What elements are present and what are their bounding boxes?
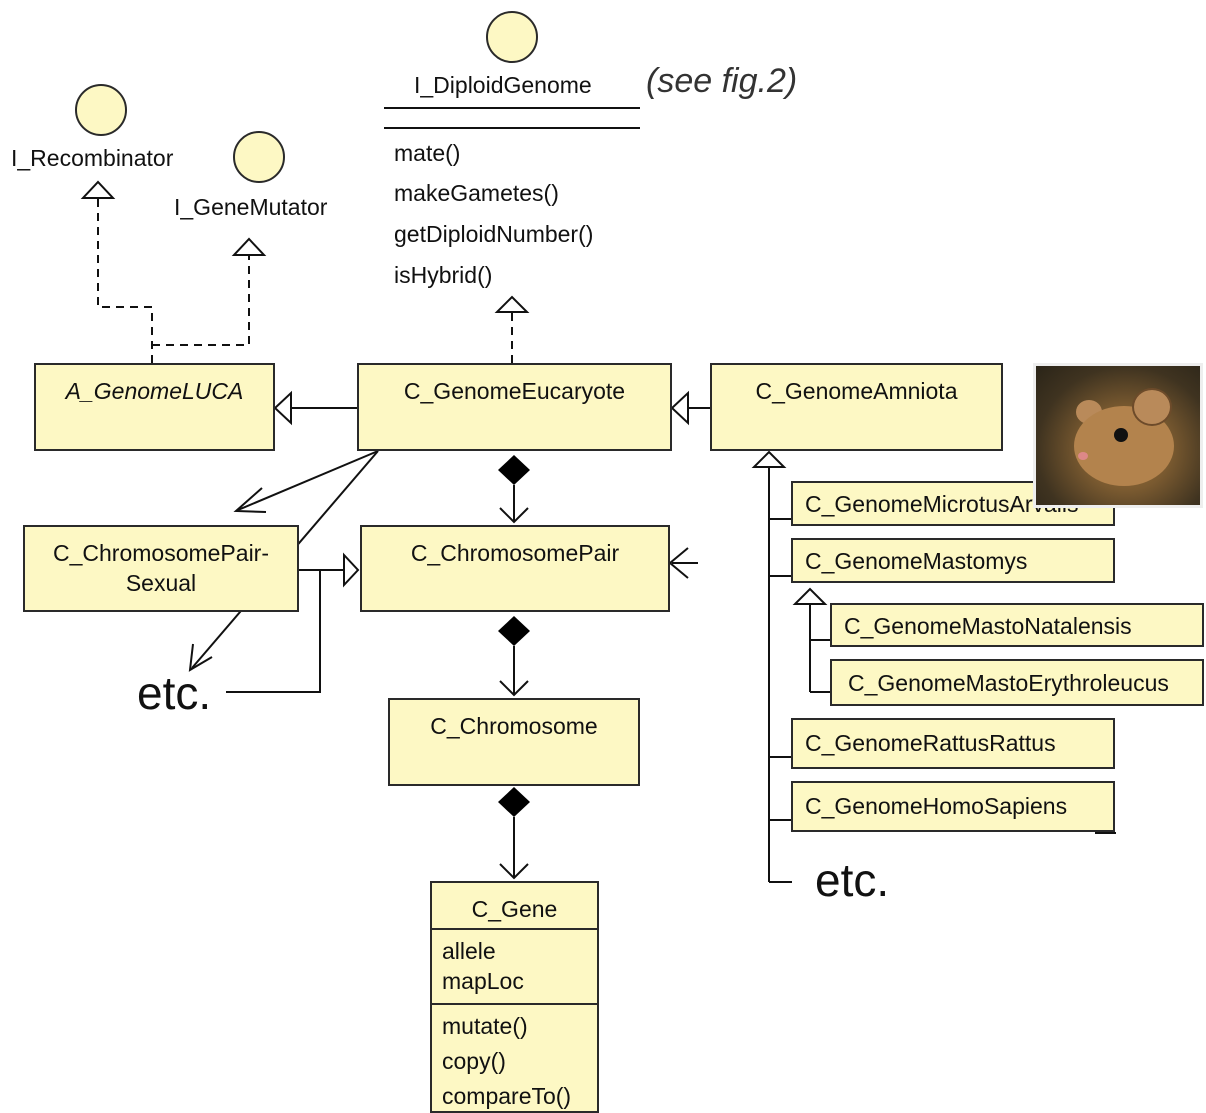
- recombinator-interface-icon: [75, 84, 127, 136]
- class-genome-mastomys: C_GenomeMastomys: [791, 538, 1115, 583]
- diploid-method: makeGametes(): [394, 180, 559, 206]
- class-name: C_GenomeEucaryote: [403, 378, 626, 404]
- mutator-interface-label: I_GeneMutator: [174, 194, 328, 220]
- class-name-line2: Sexual: [125, 570, 197, 596]
- class-name: C_Gene: [471, 896, 558, 922]
- class-name: C_GenomeMicrotusArvalis: [805, 491, 1079, 517]
- class-genome-masto-natalensis: C_GenomeMastoNatalensis: [830, 603, 1204, 647]
- class-name: A_GenomeLUCA: [65, 378, 244, 404]
- gene-method: compareTo(): [442, 1083, 572, 1109]
- etc-right-label: etc.: [815, 854, 890, 906]
- gene-attribute: mapLoc: [442, 968, 524, 994]
- class-name: C_GenomeAmniota: [755, 378, 958, 404]
- diploid-method: isHybrid(): [394, 262, 493, 288]
- recombinator-interface-label: I_Recombinator: [11, 145, 174, 171]
- gene-divider: [432, 928, 597, 930]
- class-name: C_GenomeRattusRattus: [805, 730, 1056, 756]
- diploid-method: getDiploidNumber(): [394, 221, 594, 247]
- class-genome-microtus-arvalis: C_GenomeMicrotusArvalis: [791, 481, 1115, 526]
- vole-photo: [1033, 363, 1203, 508]
- diploid-method: mate(): [394, 140, 461, 166]
- class-gene: C_Gene allele mapLoc mutate() copy() com…: [430, 881, 599, 1113]
- class-genome-rattus-rattus: C_GenomeRattusRattus: [791, 718, 1115, 769]
- class-genome-luca: A_GenomeLUCA: [34, 363, 275, 451]
- vole-eye: [1114, 428, 1128, 442]
- class-name: C_GenomeMastoNatalensis: [844, 613, 1132, 639]
- class-name: C_ChromosomePair: [410, 540, 620, 566]
- class-name: C_GenomeMastoErythroleucus: [848, 670, 1169, 696]
- diploid-interface-icon: [486, 11, 538, 63]
- class-genome-homo-sapiens: C_GenomeHomoSapiens: [791, 781, 1115, 832]
- class-name: C_GenomeMastomys: [805, 548, 1028, 574]
- class-genome-masto-erythroleucus: C_GenomeMastoErythroleucus: [830, 659, 1204, 706]
- mutator-interface-icon: [233, 131, 285, 183]
- class-chromosome-pair-sexual: C_ChromosomePair- Sexual: [23, 525, 299, 612]
- class-name-line1: C_ChromosomePair-: [52, 540, 269, 566]
- diploid-interface-label: I_DiploidGenome: [414, 72, 592, 98]
- vole-nose: [1078, 452, 1088, 460]
- gene-divider: [432, 1003, 597, 1005]
- gene-method: copy(): [442, 1048, 506, 1074]
- class-genome-eucaryote: C_GenomeEucaryote: [357, 363, 672, 451]
- see-fig-note: (see fig.2): [646, 62, 798, 100]
- gene-attribute: allele: [442, 938, 496, 964]
- class-name: C_Chromosome: [430, 713, 598, 739]
- class-chromosome-pair: C_ChromosomePair: [360, 525, 670, 612]
- vole-ear: [1132, 388, 1172, 426]
- class-name: C_GenomeHomoSapiens: [805, 793, 1068, 819]
- class-genome-amniota: C_GenomeAmniota: [710, 363, 1003, 451]
- etc-left-label: etc.: [137, 667, 212, 719]
- gene-method: mutate(): [442, 1013, 528, 1039]
- class-chromosome: C_Chromosome: [388, 698, 640, 786]
